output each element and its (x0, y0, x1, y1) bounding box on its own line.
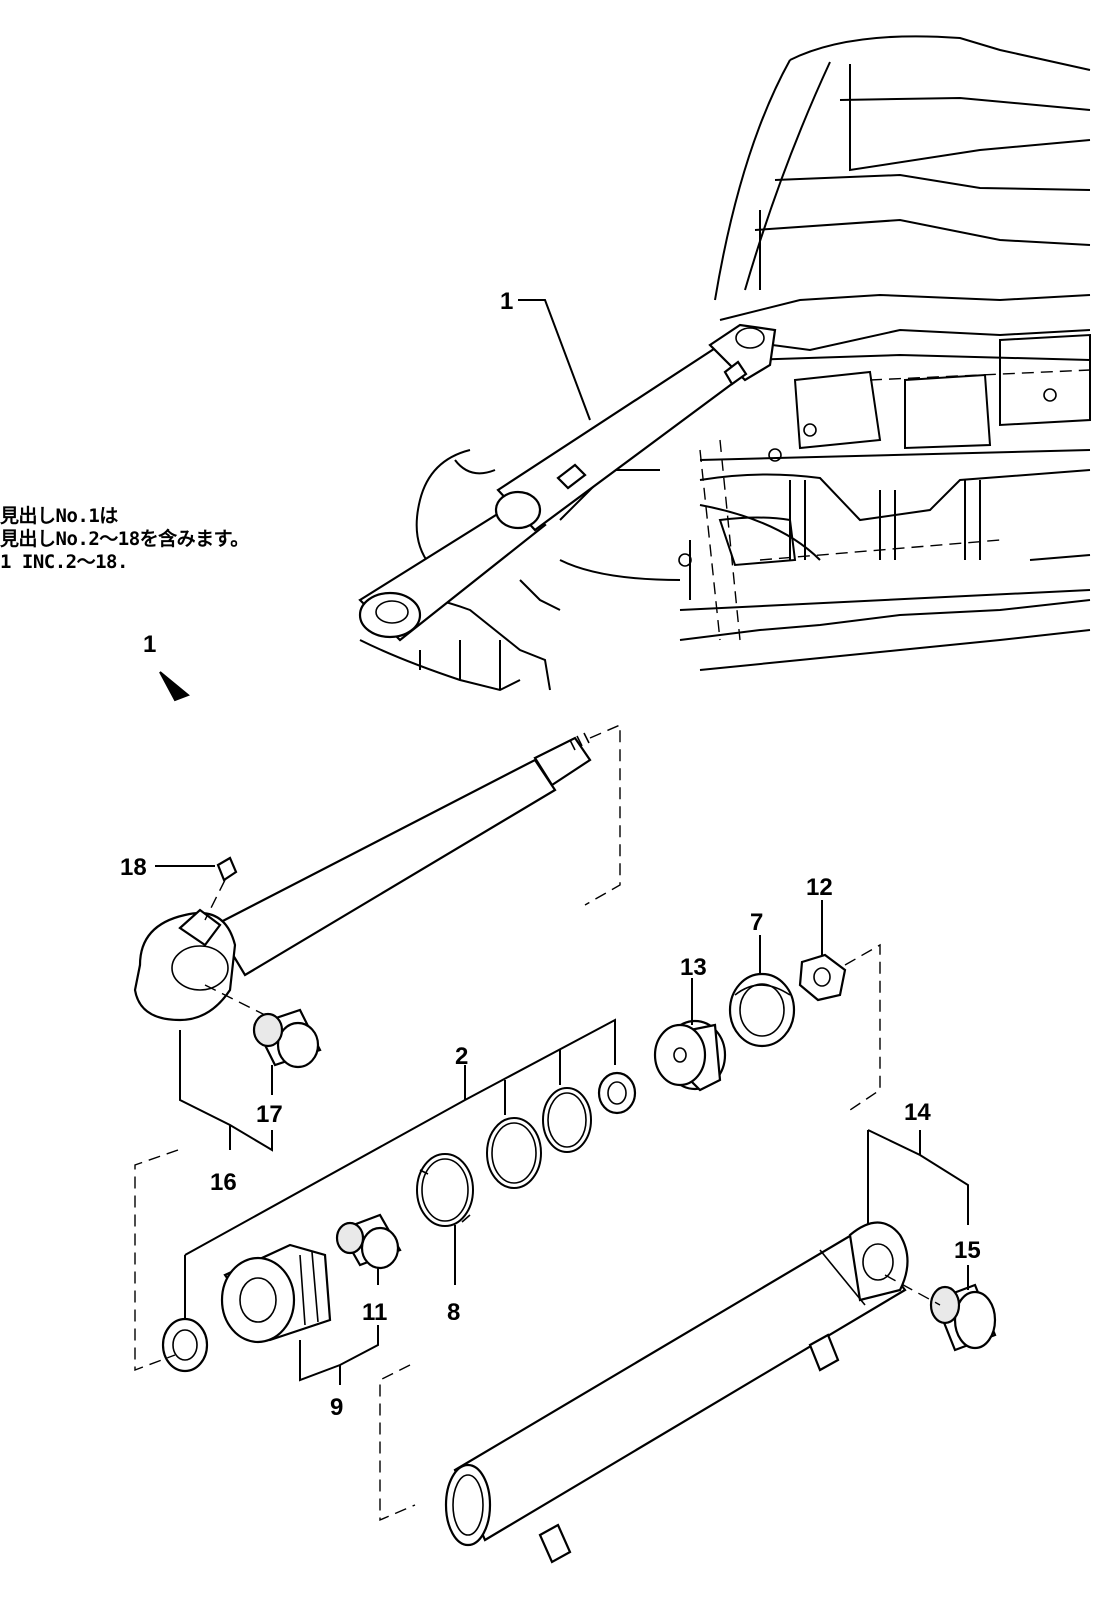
assembled-cylinder (358, 323, 777, 642)
part-18-grease-nipple (204, 856, 238, 921)
right-guide-frame (844, 943, 881, 1111)
callout-18: 18 (120, 854, 147, 881)
bushing-15-guide (884, 1274, 941, 1306)
callout-1: 1 (500, 288, 513, 315)
tube-guide-frame (379, 1364, 416, 1522)
bracket-9 (299, 1325, 379, 1385)
part-15-bushing (929, 1283, 997, 1352)
part-8-retaining-ring (416, 1153, 474, 1227)
leader-1 (518, 299, 591, 421)
part-seal-small (597, 1071, 637, 1115)
part-14-cylinder-tube (444, 1221, 909, 1564)
part-o-ring-1 (542, 1087, 592, 1153)
callout-8: 8 (447, 1299, 460, 1326)
callout-9: 9 (330, 1394, 343, 1421)
callout-15: 15 (954, 1237, 981, 1264)
view-label-1: 1 (143, 631, 156, 658)
assembly-note: 見出しNo.1は 見出しNo.2～18を含みます。 1 INC.2～18. (0, 505, 249, 574)
note-line-3: 1 INC.2～18. (0, 551, 128, 573)
callout-16: 16 (210, 1169, 237, 1196)
rod-pin-guide (204, 984, 266, 1016)
callout-12: 12 (806, 874, 833, 901)
callout-17: 17 (256, 1101, 283, 1128)
left-guide-frame (134, 1149, 179, 1372)
bracket-16 (179, 1030, 273, 1152)
part-o-ring-2 (486, 1117, 542, 1189)
part-11-bushing (335, 1213, 402, 1270)
part-13-piston (653, 1019, 727, 1092)
callout-7: 7 (750, 909, 763, 936)
note-line-2: 見出しNo.2～18を含みます。 (0, 528, 249, 550)
part-9-gland (220, 1243, 332, 1344)
callout-14: 14 (904, 1099, 931, 1126)
view-arrow-icon (159, 671, 190, 702)
part-17-bushing (252, 1008, 322, 1069)
callout-2: 2 (455, 1043, 468, 1070)
bracket-2 (184, 1018, 616, 1320)
bracket-14 (867, 1129, 969, 1225)
part-seal-left (161, 1317, 209, 1373)
callout-11: 11 (362, 1299, 387, 1326)
machine-frame (359, 35, 1091, 692)
callout-13: 13 (680, 954, 707, 981)
part-12-nut (798, 953, 847, 1002)
part-7-ring (728, 972, 796, 1048)
rod-guide-line (584, 723, 621, 906)
piston-rod (133, 732, 592, 1022)
note-line-1: 見出しNo.1は (0, 505, 118, 527)
